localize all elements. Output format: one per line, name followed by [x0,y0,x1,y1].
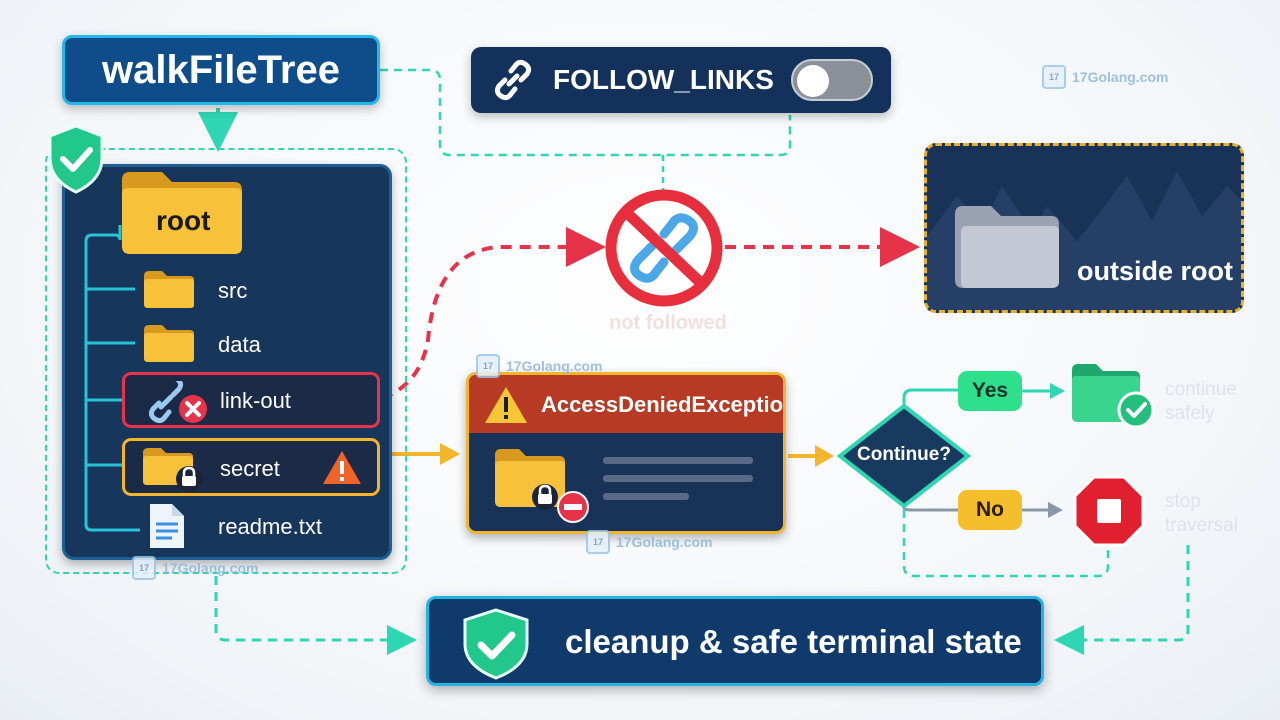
toggle-knob [797,65,829,97]
watermark-text: 17Golang.com [1072,69,1169,85]
watermark-logo-icon: 17 [476,354,500,378]
tree-item-label: src [218,278,248,303]
secret-to-exception-arrowhead [440,443,460,465]
success-folder-icon [1072,364,1155,429]
tree-item-label: data [218,332,261,357]
outside-root-label: outside root [1077,256,1233,286]
broken-link-icon [148,381,207,424]
tree-boundary [45,148,407,574]
gray-folder-icon [955,206,1059,288]
decision-question: Continue? [857,444,951,465]
tree-item-label: link-out [220,388,291,413]
tree-item-readme[interactable]: readme.txt [146,502,366,552]
text-placeholder-line [603,475,753,482]
link-to-blocked-arrow [381,227,606,400]
tree-branch-lines [84,225,140,532]
tree-item-label: secret [220,456,280,481]
shield-check-icon [463,608,529,680]
folder-icon [144,325,194,362]
outcomes-to-terminal-arrow [1054,545,1190,655]
no-to-stop-arrowhead [1048,502,1063,518]
shield-check-icon [48,124,104,194]
yes-branch-label: Yes [958,371,1022,411]
watermark: 17 17Golang.com [1042,65,1168,89]
terminal-state-label: cleanup & safe terminal state [565,623,1022,660]
blocked-caption: not followed [609,312,727,334]
follow-links-label: FOLLOW_LINKS [553,64,774,95]
watermark: 17 17Golang.com [586,530,712,554]
walkfiletree-title: walkFileTree [62,35,380,105]
stop-sign-icon [1073,475,1145,547]
watermark: 17 17Golang.com [132,556,258,580]
exception-to-decision-arrowhead [815,445,834,467]
tree-item-secret[interactable]: secret [122,438,380,496]
watermark-logo-icon: 17 [586,530,610,554]
denied-folder-icon [495,449,589,523]
tree-item-label: readme.txt [218,514,322,539]
decision-loop-connector [902,510,1110,578]
watermark-text: 17Golang.com [616,534,713,550]
locked-folder-icon [143,448,202,492]
yes-to-outcome-arrowhead [1050,383,1065,399]
warning-icon [323,451,361,484]
watermark-text: 17Golang.com [162,560,259,576]
root-folder-icon [122,172,242,254]
outside-root-panel: outside root [924,143,1244,313]
exception-title: AccessDeniedException [541,392,786,417]
tree-item-data[interactable]: data [142,322,362,366]
follow-links-toggle[interactable] [791,59,873,101]
decision-yes-branch [902,388,958,410]
watermark-logo-icon: 17 [132,556,156,580]
watermark-text: 17Golang.com [506,358,603,374]
watermark: 17 17Golang.com [476,354,602,378]
tree-to-terminal-arrow [214,576,417,655]
warning-icon [485,387,527,423]
cleanup-terminal-state: cleanup & safe terminal state [426,596,1044,686]
title-to-config-connector [380,68,792,157]
no-branch-label: No [958,490,1022,530]
text-placeholder-line [603,493,689,500]
no-outcome-label: stop traversal [1165,491,1238,536]
root-folder-label: root [156,205,211,236]
link-icon [494,59,532,101]
folder-icon [144,271,194,308]
file-icon [150,504,184,548]
tree-item-src[interactable]: src [142,268,362,312]
continue-decision-diamond [836,403,972,509]
yes-outcome-label: continue safely [1165,379,1237,424]
access-denied-exception-card: AccessDeniedException [466,372,786,534]
watermark-logo-icon: 17 [1042,65,1066,89]
follow-links-control[interactable]: FOLLOW_LINKS [471,47,891,113]
tree-item-link-out[interactable]: link-out [122,372,380,428]
no-follow-link-icon [605,189,723,307]
text-placeholder-line [603,457,753,464]
exception-header [469,375,783,433]
